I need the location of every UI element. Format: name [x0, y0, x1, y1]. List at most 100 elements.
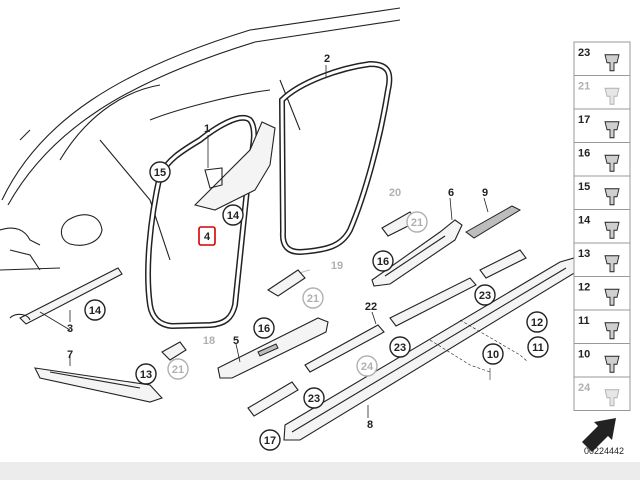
legend-item-24[interactable]: 24 — [573, 376, 631, 411]
callout-label: 19 — [331, 260, 343, 272]
legend-item-12[interactable]: 12 — [573, 276, 631, 311]
part-1-front-door-seal[interactable] — [145, 115, 276, 330]
callout-circle — [303, 387, 325, 409]
legend-item-23[interactable]: 23 — [573, 41, 631, 76]
fastener-clip-icon — [604, 288, 620, 306]
callout-16[interactable]: 16 — [372, 250, 394, 272]
callout-label: 16 — [258, 323, 270, 335]
legend-label: 10 — [578, 349, 590, 361]
callout-23[interactable]: 23 — [389, 336, 411, 358]
legend-cell — [573, 276, 631, 311]
callout-8[interactable]: 8 — [367, 419, 373, 431]
part-5-entry-strip[interactable] — [217, 317, 329, 379]
fastener-clip-icon — [604, 87, 620, 105]
callout-label: 7 — [67, 349, 73, 361]
callout-label: 15 — [154, 167, 166, 179]
legend-cell — [573, 108, 631, 143]
part-2-rear-door-seal[interactable] — [278, 60, 393, 256]
callout-label: 22 — [365, 301, 377, 313]
callout-21[interactable]: 21 — [406, 211, 428, 233]
bottom-bar — [0, 462, 640, 480]
callout-6[interactable]: 6 — [448, 187, 454, 199]
legend-cell — [573, 242, 631, 277]
callout-1[interactable]: 1 — [204, 123, 210, 135]
callout-23[interactable]: 23 — [474, 284, 496, 306]
fastener-clip-icon — [604, 154, 620, 172]
callout-23[interactable]: 23 — [303, 387, 325, 409]
callout-16[interactable]: 16 — [253, 317, 275, 339]
part-22-retainer-rail[interactable] — [247, 249, 527, 417]
diagram-number: 00224442 — [584, 446, 625, 456]
callout-20[interactable]: 20 — [389, 187, 401, 199]
callout-12[interactable]: 12 — [526, 311, 548, 333]
legend-item-10[interactable]: 10 — [573, 343, 631, 378]
callout-15[interactable]: 15 — [149, 161, 171, 183]
callout-5[interactable]: 5 — [233, 335, 239, 347]
callout-17[interactable]: 17 — [259, 429, 281, 451]
callout-21[interactable]: 21 — [167, 358, 189, 380]
callout-19[interactable]: 19 — [331, 260, 343, 272]
callout-label: 16 — [377, 256, 389, 268]
callout-label: 6 — [448, 187, 454, 199]
legend-item-11[interactable]: 11 — [573, 309, 631, 344]
part-7-lower-trim[interactable] — [34, 355, 163, 403]
callout-label: 17 — [264, 435, 276, 447]
part-6-rear-entry-strip[interactable] — [371, 197, 463, 287]
legend-item-21[interactable]: 21 — [573, 75, 631, 110]
callout-18[interactable]: 18 — [203, 335, 215, 347]
callout-10[interactable]: 10 — [482, 343, 504, 365]
callout-circle — [526, 311, 548, 333]
callout-circle — [406, 211, 428, 233]
callout-circle — [372, 250, 394, 272]
callout-circle — [222, 204, 244, 226]
callout-circle — [389, 336, 411, 358]
callout-label: 1 — [204, 123, 210, 135]
callout-circle — [149, 161, 171, 183]
callout-label: 12 — [531, 317, 543, 329]
legend-label: 17 — [578, 114, 590, 126]
callout-11[interactable]: 11 — [527, 336, 549, 358]
callout-layer: 1234567892219182015141416162323231317101… — [67, 53, 549, 451]
callout-14[interactable]: 14 — [222, 204, 244, 226]
fastener-clip-icon — [604, 188, 620, 206]
legend-item-15[interactable]: 15 — [573, 175, 631, 210]
callout-label: 21 — [172, 364, 184, 376]
callout-22[interactable]: 22 — [365, 301, 377, 313]
highlight-box — [198, 226, 216, 246]
callout-label: 4 — [204, 231, 211, 243]
callout-label: 2 — [324, 53, 330, 65]
legend-label: 21 — [578, 81, 590, 93]
callout-circle — [84, 299, 106, 321]
callout-21[interactable]: 21 — [302, 287, 324, 309]
callout-13[interactable]: 13 — [135, 363, 157, 385]
part-9-bracket[interactable] — [465, 197, 522, 239]
callout-9[interactable]: 9 — [482, 187, 488, 199]
legend-cell — [573, 142, 631, 177]
callout-2[interactable]: 2 — [324, 53, 330, 65]
fastener-clip-icon — [604, 121, 620, 139]
callout-4[interactable]: 4 — [198, 226, 216, 246]
callout-circle — [253, 317, 275, 339]
legend-label: 15 — [578, 181, 590, 193]
callout-label: 14 — [227, 210, 240, 222]
ghost-parts — [161, 211, 417, 361]
legend-item-17[interactable]: 17 — [573, 108, 631, 143]
part-3-sill-strip[interactable] — [9, 267, 123, 331]
callout-7[interactable]: 7 — [67, 349, 73, 361]
legend-item-16[interactable]: 16 — [573, 142, 631, 177]
callout-label: 5 — [233, 335, 239, 347]
callout-circle — [167, 358, 189, 380]
legend-item-14[interactable]: 14 — [573, 209, 631, 244]
callout-label: 20 — [389, 187, 401, 199]
callout-24[interactable]: 24 — [356, 355, 378, 377]
callout-circle — [482, 343, 504, 365]
callout-14[interactable]: 14 — [84, 299, 106, 321]
callout-label: 13 — [140, 369, 152, 381]
callout-3[interactable]: 3 — [67, 323, 73, 335]
legend-item-13[interactable]: 13 — [573, 242, 631, 277]
callout-label: 18 — [203, 335, 215, 347]
callout-circle — [302, 287, 324, 309]
callout-circle — [474, 284, 496, 306]
